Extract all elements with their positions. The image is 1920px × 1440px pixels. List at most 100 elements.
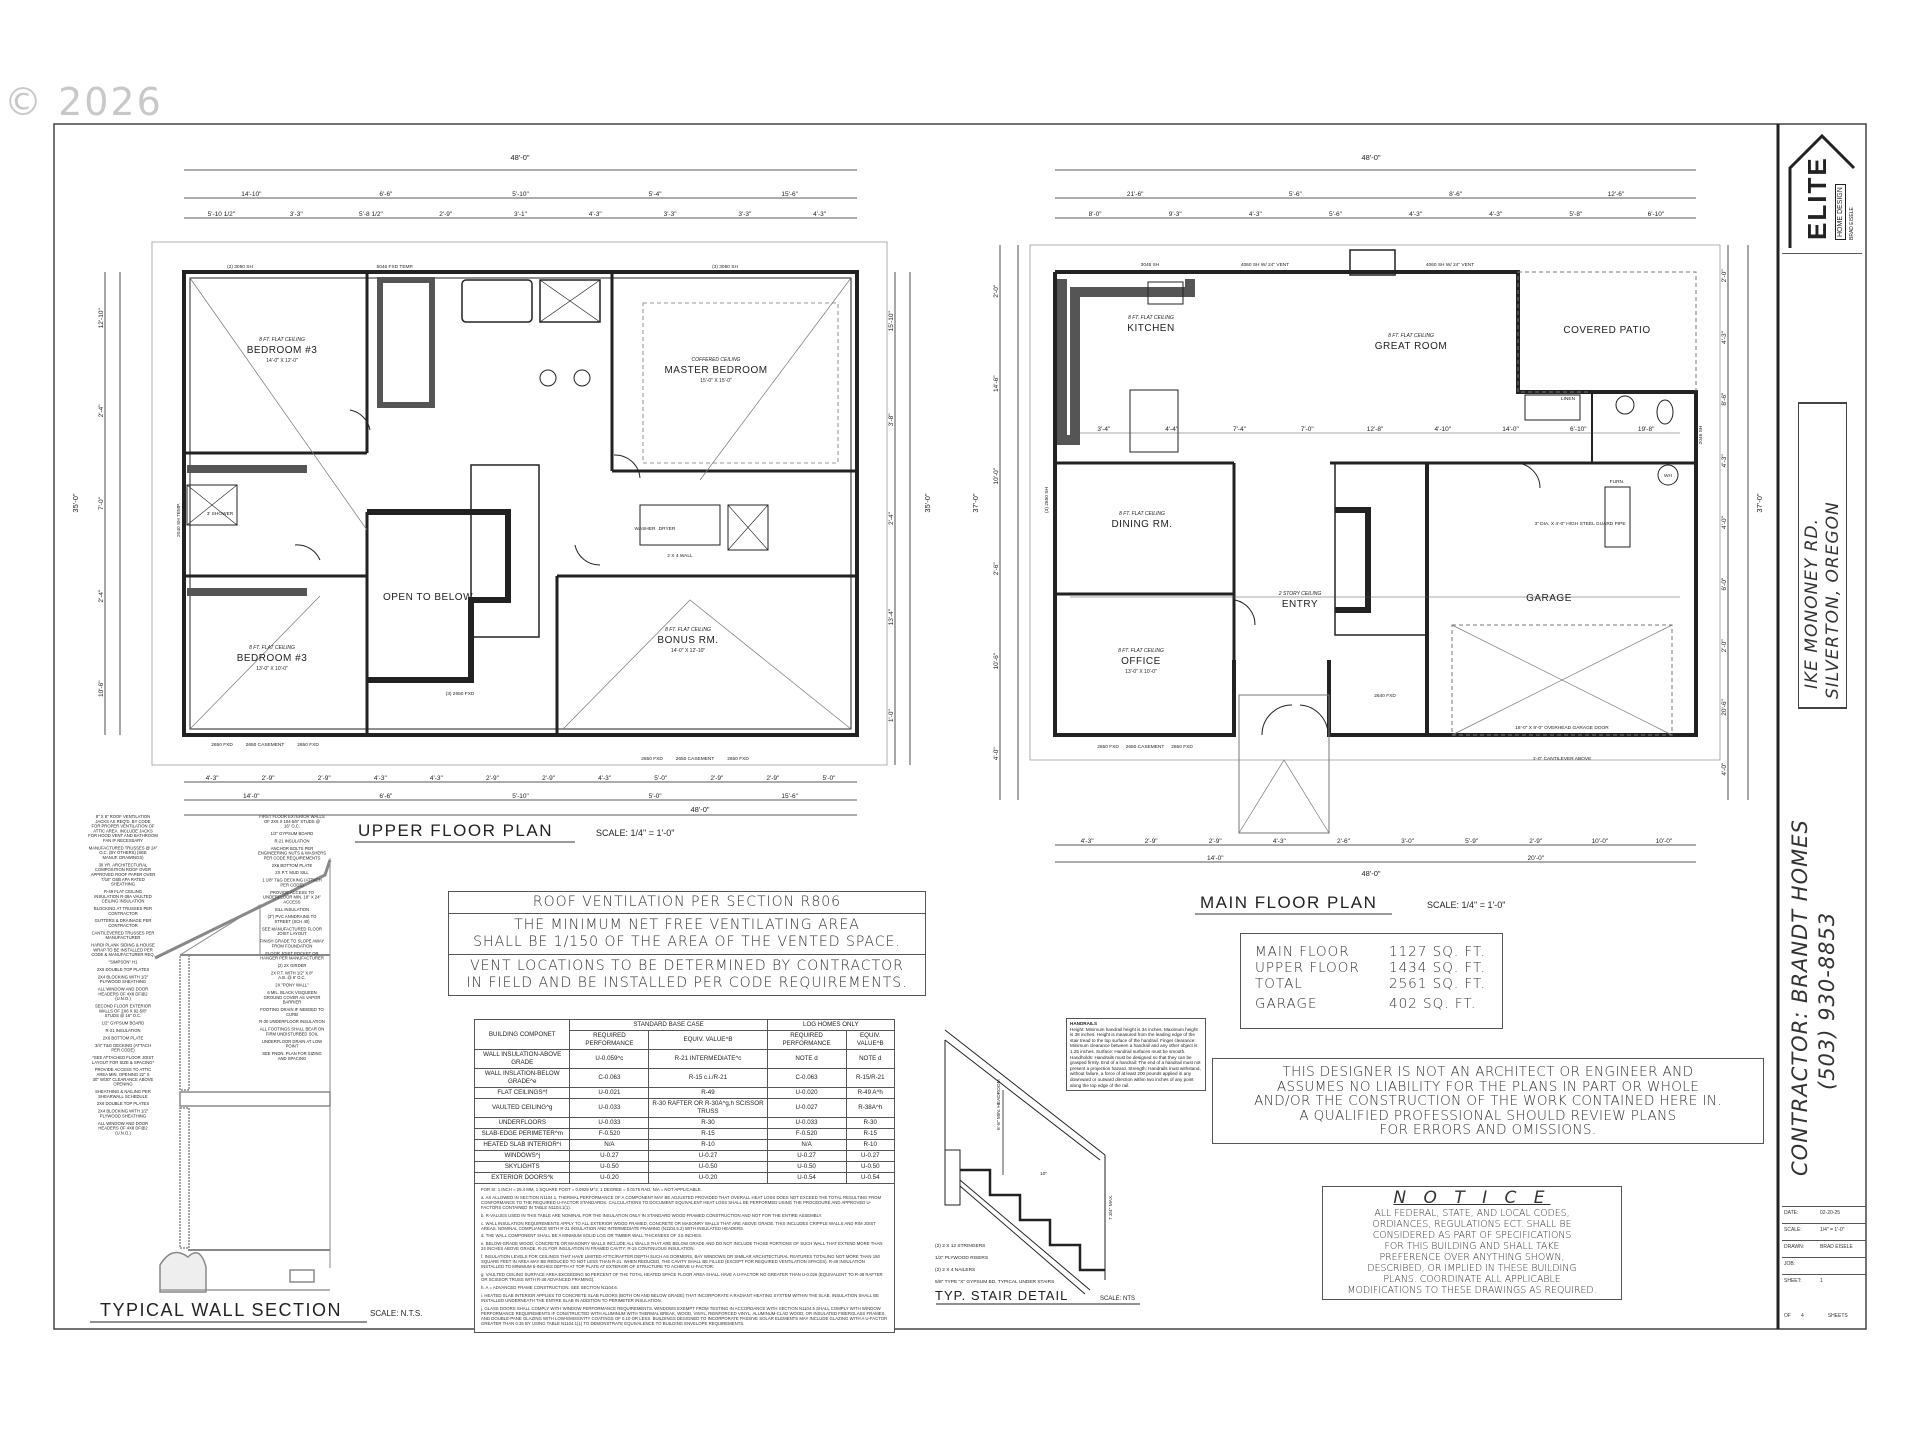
wall-section-label: 1/2" GYPSUM BOARD bbox=[271, 831, 314, 836]
dimension-label: 4'-3" bbox=[430, 775, 444, 782]
dimension-label: 14'-0" bbox=[243, 793, 260, 800]
room-ceiling-note: 8 FT. FLAT CEILING bbox=[1128, 315, 1174, 321]
disclaimer-line: THIS DESIGNER IS NOT AN ARCHITECT OR ENG… bbox=[1282, 1064, 1694, 1080]
room-size: 14'-0" X 12'-0" bbox=[266, 358, 298, 364]
stair-label: 5/8" TYPE "X" GYPSUM BD. TYPICAL UNDER S… bbox=[935, 1279, 1054, 1285]
info-value: 02-20-25 bbox=[1820, 1210, 1841, 1216]
dimension-label: 4'-0" bbox=[1721, 515, 1728, 529]
main-plan-title: MAIN FLOOR PLAN bbox=[1200, 893, 1377, 912]
column-header: REQUIRED PERFORMANCE bbox=[766, 1030, 847, 1050]
overall-width: 48'-0" bbox=[1361, 869, 1380, 878]
dimension-label: 7'-0" bbox=[98, 496, 105, 510]
notice-line: DESCRIBED, OR IMPLIED IN THESE BUILDING bbox=[1367, 1263, 1577, 1274]
info-value: BRAD EISELE bbox=[1820, 1244, 1853, 1250]
fixture-label: 2650 FXD bbox=[641, 756, 663, 762]
roof-ventilation-line: SHALL BE 1/150 OF THE AREA OF THE VENTED… bbox=[473, 934, 901, 950]
title-block-row: SCALE:1/4" = 1'-0" bbox=[1782, 1223, 1866, 1240]
roof-ventilation-line: IN FIELD AND BE INSTALLED PER CODE REQUI… bbox=[466, 975, 908, 991]
room-name: ENTRY bbox=[1282, 599, 1318, 610]
overall-depth: 37'-0" bbox=[971, 493, 980, 512]
table-cell: U-0.54 bbox=[845, 1172, 895, 1184]
roof-ventilation-vent-note: VENT LOCATIONS TO BE DETERMINED BY CONTR… bbox=[449, 955, 925, 995]
dimension-label: 2'-4" bbox=[98, 404, 105, 418]
stair-label: 1/2" PLYWOOD RISERS bbox=[935, 1255, 988, 1261]
fixture-label: 4060 SH W/ 24" VENT bbox=[1426, 262, 1474, 268]
overall-depth: 35'-0" bbox=[71, 493, 80, 512]
project-road: IKE MONONEY RD. bbox=[1802, 517, 1822, 689]
dimension-label: 2'-0" bbox=[1721, 639, 1728, 653]
stair-label: (2) 2 X 4 NAILERS bbox=[935, 1267, 975, 1273]
table-cell: U-0.50 bbox=[845, 1161, 895, 1173]
room-ceiling-note: 8 FT. FLAT CEILING bbox=[249, 645, 295, 651]
notice-box: N O T I C E ALL FEDERAL, STATE, AND LOCA… bbox=[1322, 1186, 1622, 1300]
table-cell: WALL INSLATION-BELOW GRADE^e bbox=[473, 1068, 571, 1088]
dimension-label: 4'-0" bbox=[993, 747, 1000, 761]
dimension-label: 13'-4" bbox=[888, 608, 895, 625]
dimension-label: 8'-0" bbox=[1089, 211, 1103, 218]
dimension-label: 5'-6" bbox=[1289, 191, 1303, 198]
table-cell: NOTE d bbox=[766, 1049, 847, 1069]
title-block-row: SHEET:1 bbox=[1782, 1274, 1866, 1291]
wall-section-label: R-21 INSULATION bbox=[274, 838, 309, 843]
dimension-label: 10'-0" bbox=[1592, 838, 1609, 845]
dimension-label: 6'-10" bbox=[1648, 211, 1665, 218]
dimension-label: 4'-0" bbox=[1721, 762, 1728, 776]
dimension-label: 5'-0" bbox=[649, 793, 663, 800]
stair-detail-scale: SCALE: NTS bbox=[1100, 1296, 1135, 1302]
energy-code-section: BUILDING COMPONET STANDARD BASE CASE LOG… bbox=[473, 1019, 896, 1333]
table-cell: F-0.520 bbox=[766, 1128, 847, 1140]
table-cell: N/A bbox=[569, 1139, 650, 1151]
dimension-label: 4'-3" bbox=[1081, 838, 1095, 845]
fixture-label: 2650 FXD bbox=[727, 756, 749, 762]
info-value: 1/4" = 1'-0" bbox=[1820, 1227, 1845, 1233]
wall-section-label: 2X4 BLOCKING WITH 1/2"PLYWOOD SHEATHING bbox=[98, 974, 149, 984]
room-ceiling-note: COFFERED CEILING bbox=[692, 357, 741, 363]
notice-line: PREFERENCE OVER ANYTHING SHOWN, bbox=[1379, 1252, 1565, 1263]
table-cell: C-0.063 bbox=[569, 1068, 650, 1088]
dimension-label: 2'-0" bbox=[993, 284, 1000, 298]
dimension-label: 4'-3" bbox=[1409, 211, 1423, 218]
dimension-label: 4'-3" bbox=[598, 775, 612, 782]
dimension-label: 5'-10" bbox=[512, 191, 529, 198]
wall-section-label: 2X P.T. MUD SILL bbox=[275, 870, 309, 875]
stair-label: (2) 2 X 12 STRINGERS bbox=[935, 1243, 985, 1249]
fixture-label: 2046 SH bbox=[1698, 425, 1704, 444]
si-note: FOR SI: 1 INCH = 25.4 MM, 1 SQUARE FOOT … bbox=[481, 1187, 702, 1192]
sheet-count-row: OF 4 SHEETS bbox=[1782, 1310, 1866, 1322]
dimension-label: 2'-9" bbox=[710, 775, 724, 782]
table-cell: R-10 bbox=[648, 1139, 768, 1151]
dimension-label: 2'-9" bbox=[1209, 838, 1223, 845]
table-cell: F-0.520 bbox=[569, 1128, 650, 1140]
dimension-label: 4'-3" bbox=[1273, 838, 1287, 845]
dimension-label: 3'-3" bbox=[664, 211, 678, 218]
area-label: GARAGE bbox=[1255, 996, 1318, 1012]
table-cell: U-0.059^c bbox=[569, 1049, 650, 1069]
dimension-label: 2'-9" bbox=[486, 775, 500, 782]
column-header: EQUIV. VALUE^B bbox=[648, 1030, 768, 1050]
upper-plan-title: UPPER FLOOR PLAN bbox=[358, 821, 553, 840]
wall-section-label: 2X6 BOTTOM PLATE bbox=[103, 1035, 144, 1040]
table-cell: U-0.50 bbox=[766, 1161, 847, 1173]
table-footnote: f. INSULATION LEVELS FOR CEILINGS THAT H… bbox=[481, 1254, 880, 1270]
table-cell: U-0.020 bbox=[766, 1087, 847, 1099]
handrails-heading: HANDRAILS bbox=[1070, 1021, 1098, 1026]
wall-section-label: MANUFACTURED TRUSSES @ 24"O.C. (BY OTHER… bbox=[89, 845, 158, 860]
wall-section-scale: SCALE: N.T.S. bbox=[370, 1309, 422, 1318]
dimension-label: 14'-0" bbox=[1502, 426, 1519, 433]
logo-subtext: HOME DESIGN bbox=[1835, 184, 1846, 240]
dimension-label: 2'-9" bbox=[439, 211, 453, 218]
wall-section-title: TYPICAL WALL SECTION bbox=[100, 1300, 342, 1320]
copyright-watermark: © 2026 bbox=[4, 80, 163, 124]
room-size: 13'-0" X 10'-0" bbox=[1125, 669, 1157, 675]
dimension-label: 2'-4" bbox=[888, 511, 895, 525]
